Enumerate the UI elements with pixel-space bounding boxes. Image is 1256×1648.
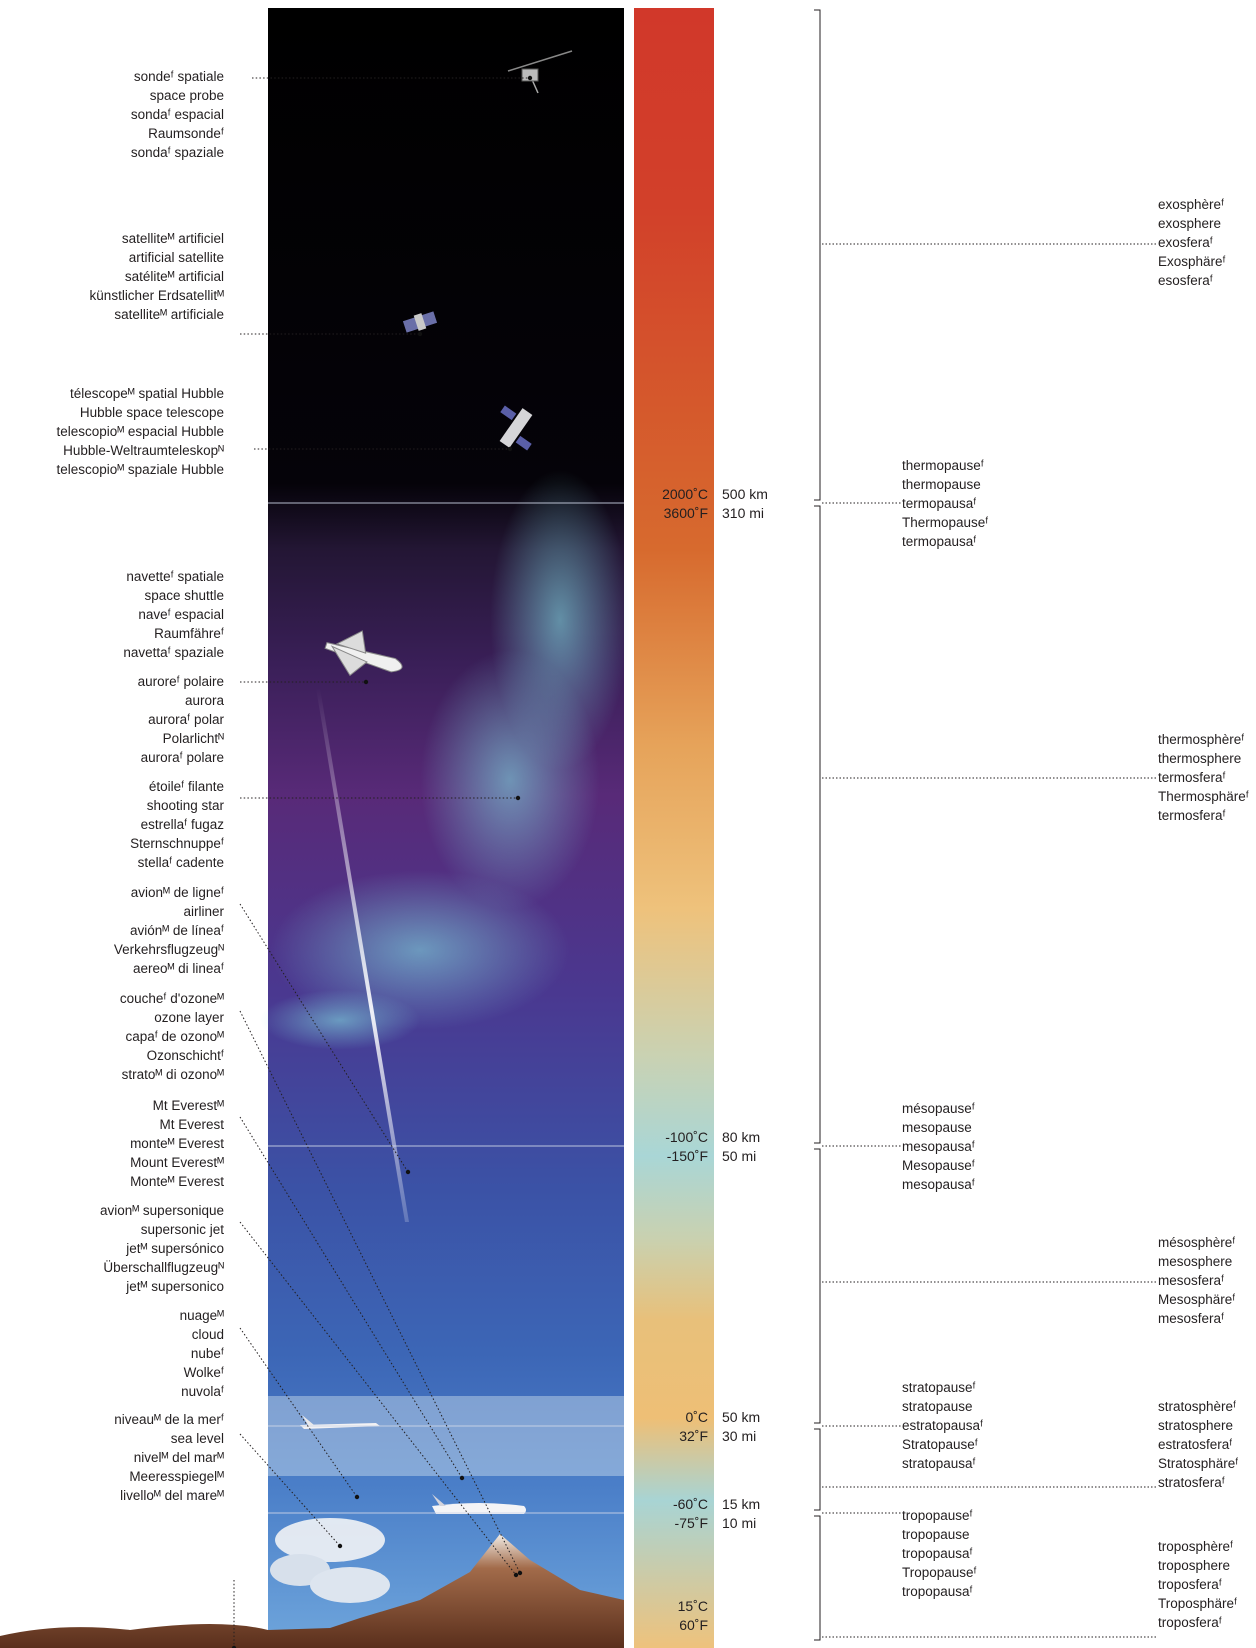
aurora-glow	[260, 470, 630, 1050]
layer-bracket-3	[814, 1428, 821, 1511]
mesopause-alt-km: 80 km	[722, 1129, 761, 1145]
airliner-icon	[432, 1494, 526, 1514]
stratopause-alt-km: 50 km	[722, 1409, 761, 1425]
object-leader-dot-0	[527, 75, 533, 81]
layer-bracket-2	[814, 1148, 821, 1424]
object-leader-dot-8	[513, 1572, 519, 1578]
object-leader-dot-7	[459, 1475, 465, 1481]
stratopause-temp-f: 32˚F	[679, 1428, 708, 1444]
object-leader-dot-2	[507, 446, 513, 452]
mountain-range	[0, 1534, 624, 1648]
surface-temp-c: 15˚C	[677, 1598, 708, 1614]
object-leader-10	[239, 1433, 341, 1547]
cloud-shape	[270, 1518, 390, 1603]
object-leader-8	[239, 1221, 517, 1576]
stratopause-alt-mi: 30 mi	[722, 1428, 757, 1444]
object-leader-dot-10	[337, 1543, 343, 1549]
object-leader-9	[239, 1327, 358, 1498]
tropopause-alt-km: 15 km	[722, 1496, 761, 1512]
mesopause-temp-c: -100˚C	[665, 1129, 708, 1145]
object-leader-dot-11	[231, 1645, 237, 1648]
thermopause-temp-f: 3600˚F	[663, 505, 708, 521]
tropopause-alt-mi: 10 mi	[722, 1515, 757, 1531]
satellite-icon	[402, 311, 438, 333]
mesopause-temp-f: -150˚F	[666, 1148, 708, 1164]
layer-brackets	[814, 9, 1156, 1641]
object-leader-7	[239, 1116, 463, 1479]
object-leader-dot-5	[405, 1169, 411, 1175]
stratopause-temp-c: 0˚C	[685, 1409, 708, 1425]
object-leader-5	[239, 903, 409, 1173]
tropopause-temp-f: -75˚F	[674, 1515, 708, 1531]
boundary-lines	[268, 502, 902, 1514]
object-leader-dot-3	[363, 679, 369, 685]
temperature-column	[634, 8, 714, 1648]
leader-lines	[231, 75, 533, 1648]
layer-bracket-1	[814, 505, 821, 1144]
surface-temp-f: 60˚F	[679, 1617, 708, 1633]
thermopause-alt-km: 500 km	[722, 486, 768, 502]
hubble-icon	[499, 405, 533, 451]
mesopause-alt-mi: 50 mi	[722, 1148, 757, 1164]
thermopause-alt-mi: 310 mi	[722, 505, 765, 521]
layer-bracket-0	[814, 9, 821, 501]
object-leader-dot-1	[417, 331, 423, 337]
haze-band	[268, 1396, 624, 1476]
layer-bracket-4	[814, 1515, 821, 1641]
object-leader-dot-6	[517, 1570, 523, 1576]
object-leader-dot-4	[515, 795, 521, 801]
shuttle-icon	[324, 630, 403, 677]
object-leader-dot-9	[354, 1494, 360, 1500]
thermopause-temp-c: 2000˚C	[662, 486, 708, 502]
object-leader-6	[239, 1010, 521, 1574]
shooting-star-streak	[316, 688, 409, 1222]
tropopause-temp-c: -60˚C	[672, 1496, 708, 1512]
